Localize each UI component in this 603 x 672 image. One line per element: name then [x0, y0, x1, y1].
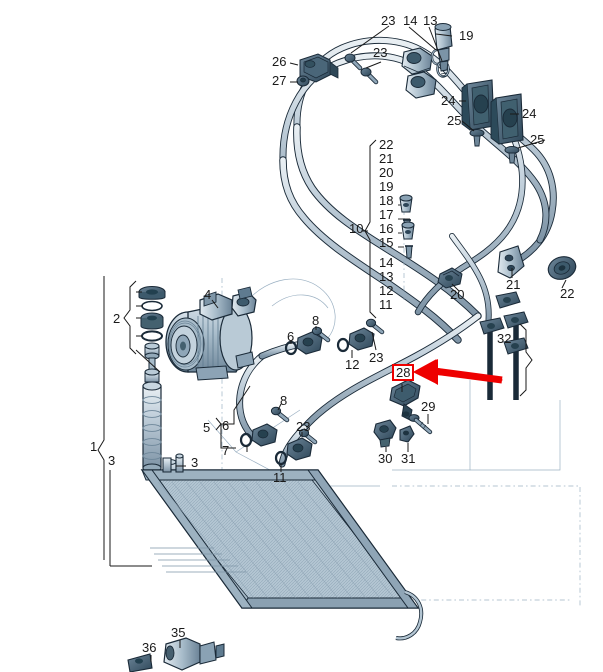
callout-2-group: 2 [113, 311, 121, 326]
callout-25-a: 25 [447, 113, 462, 128]
part-26-bracket [299, 53, 339, 83]
legend-item-22: 22 [379, 137, 394, 152]
legend-item-17: 17 [379, 207, 394, 222]
legend-item-15: 15 [379, 235, 394, 250]
part-23-bolt-second [360, 67, 379, 85]
legend-group-10: 10 [349, 221, 364, 236]
part-30-nut [373, 419, 397, 448]
part-3-condenser [140, 453, 424, 641]
legend-item-14: 14 [379, 255, 394, 270]
callout-8-bolt-b: 8 [280, 393, 288, 408]
part-32-clamps [479, 291, 533, 397]
legend-item-20: 20 [379, 165, 394, 180]
part-12-washer [336, 337, 350, 353]
callout-1-group: 1 [90, 439, 98, 454]
callout-7-washer: 7 [222, 443, 230, 458]
part-connector-block-2 [405, 71, 437, 99]
part-24-clamp-b [490, 93, 524, 145]
part-23-bolt-center [365, 318, 385, 335]
part-25-screw-a [469, 129, 485, 147]
callout-30-nut: 30 [378, 451, 393, 466]
legend-item-21: 21 [379, 151, 394, 166]
part-7-washer [239, 432, 253, 448]
callout-6-washer: 6 [287, 329, 295, 344]
callout-13-top: 13 [423, 13, 438, 28]
callout-22-grommet: 22 [560, 286, 575, 301]
callout-3-left: 3 [108, 453, 116, 468]
legend-item-19: 19 [379, 179, 394, 194]
callout-24-a: 24 [441, 93, 456, 108]
callout-27: 27 [272, 73, 287, 88]
callout-12-washer: 12 [345, 357, 360, 372]
legend-item-18: 18 [379, 193, 394, 208]
callout-23-center: 23 [369, 350, 384, 365]
part-36-clip [127, 653, 153, 672]
bracket-2-marker [123, 280, 161, 373]
callout-23-top: 23 [381, 13, 396, 28]
part-21-bracket [497, 245, 525, 279]
part-28-bracket [389, 379, 421, 421]
part-fitting-b [251, 423, 278, 447]
legend-item-16: 16 [379, 221, 394, 236]
callout-4-compressor: 4 [204, 287, 212, 302]
callout-19-switch: 19 [459, 28, 474, 43]
callout-14-top: 14 [403, 13, 418, 28]
part-8-bolt-a [311, 326, 331, 343]
callout-23-second: 23 [373, 45, 388, 60]
callout-29-screw: 29 [421, 399, 436, 414]
part-23-bolt-top [344, 53, 363, 71]
callout-8-bolt-a: 8 [312, 313, 320, 328]
callout-6-group: 6 [222, 418, 230, 433]
part-19-pressure-switch [434, 23, 453, 78]
callout-25-b: 25 [530, 132, 545, 147]
part-fitting-c [286, 437, 313, 461]
part-35-sensor [163, 637, 225, 671]
part-25-screw-b [504, 146, 520, 164]
bracket-5-marker [215, 385, 251, 449]
callout-3-right: 3 [191, 455, 199, 470]
part-8-bolt-b [270, 406, 290, 423]
part-4-compressor [165, 286, 257, 381]
callout-24-b: 24 [522, 106, 537, 121]
highlighted-callout-28: 28 [392, 364, 415, 381]
part-fitting-a [296, 331, 323, 355]
callout-23-lower: 23 [296, 419, 311, 434]
callout-35-sensor: 35 [171, 625, 186, 640]
part-31-clip [399, 425, 415, 443]
callout-21-bracket: 21 [506, 277, 521, 292]
part-15-pin [405, 245, 413, 259]
callout-5-group: 5 [203, 420, 211, 435]
part-2-drier-stack [138, 285, 166, 473]
callout-26: 26 [272, 54, 287, 69]
part-22-grommet [547, 256, 577, 280]
callout-32-group: 32 [497, 331, 512, 346]
leader-3-left [109, 470, 152, 567]
callout-31-clip: 31 [401, 451, 416, 466]
part-connector-block [401, 47, 433, 75]
callout-36-clip: 36 [142, 640, 157, 655]
callout-11-washer: 11 [273, 470, 287, 485]
part-29-screw [408, 414, 433, 435]
legend-item-12: 12 [379, 283, 394, 298]
part-fitting-d [348, 327, 375, 351]
part-18-grommet [399, 194, 413, 213]
bracket-1-marker [97, 276, 105, 560]
part-24-clamp-a [461, 79, 495, 131]
legend-item-11: 11 [379, 297, 393, 312]
part-16-grommet [401, 221, 415, 240]
callout-20-clip: 20 [450, 287, 465, 302]
legend-bracket-10 [364, 139, 377, 319]
legend-item-13: 13 [379, 269, 394, 284]
part-20-clip [437, 267, 463, 289]
part-27-nut [296, 75, 310, 87]
